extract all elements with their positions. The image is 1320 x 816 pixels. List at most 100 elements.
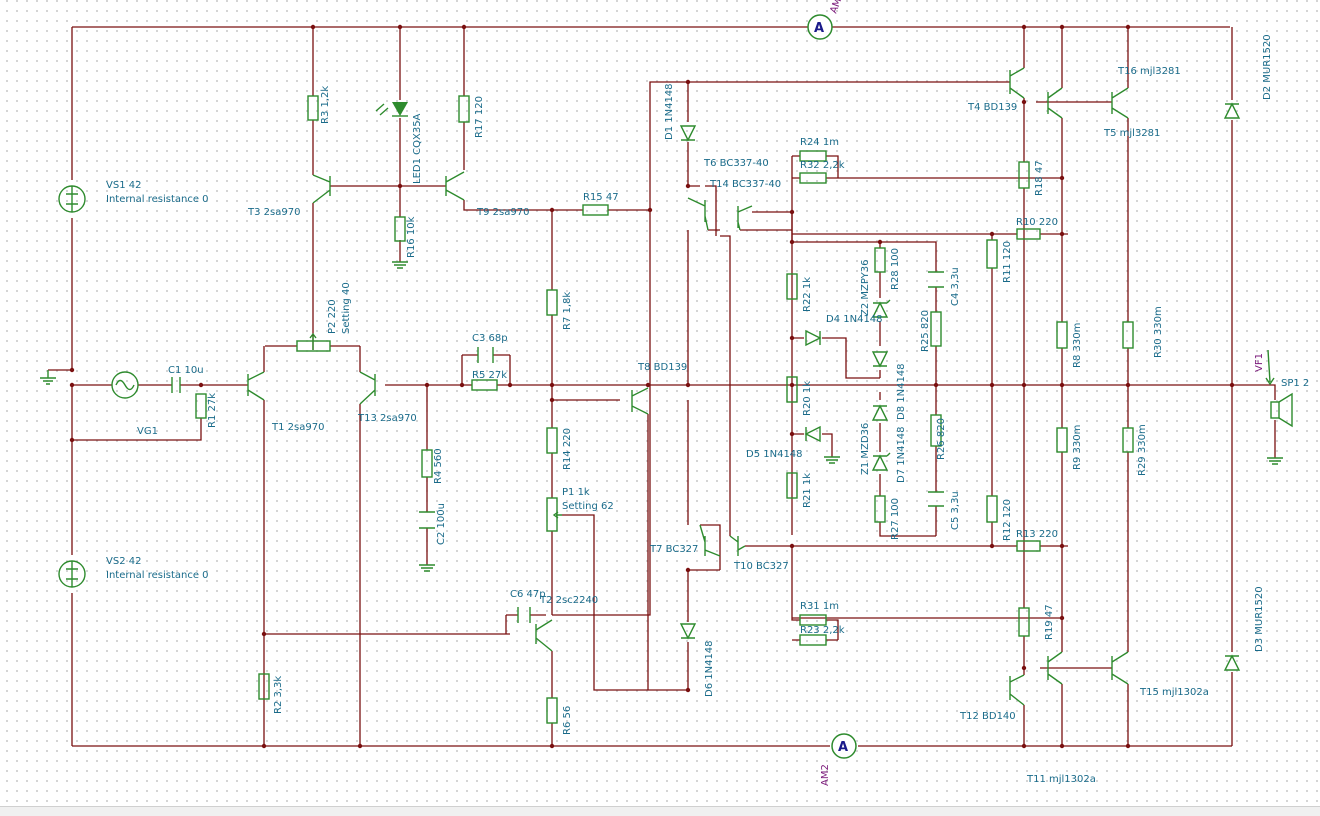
r23-label: R23 2,2k — [800, 625, 845, 636]
ground-symbol — [40, 370, 56, 385]
t16-label: T16 mjl3281 — [1117, 66, 1181, 77]
vs1-label: VS1 42 — [106, 180, 141, 191]
d5-diode — [804, 425, 821, 443]
r7-resistor — [546, 289, 558, 316]
z2-zener — [871, 299, 891, 318]
d7-diode — [871, 404, 889, 421]
d8-diode — [871, 351, 889, 368]
t16-transistor — [1047, 87, 1063, 119]
t6-transistor — [687, 197, 709, 231]
r9-label: R9 330m — [1072, 425, 1083, 470]
r22-resistor — [786, 273, 798, 300]
r11-label: R11 120 — [1002, 241, 1013, 283]
t10-label: T10 BC327 — [733, 561, 789, 572]
t5-label: T5 mjl3281 — [1103, 128, 1160, 139]
t3-transistor — [312, 174, 331, 204]
p2-setting-label: Setting 40 — [341, 282, 352, 334]
r10-resistor — [1016, 228, 1041, 240]
r12-label: R12 120 — [1002, 499, 1013, 541]
t6-label: T6 BC337-40 — [703, 158, 769, 169]
t14-label: T14 BC337-40 — [709, 179, 781, 190]
component-symbols — [40, 67, 1293, 724]
d3-label: D3 MUR1520 — [1254, 586, 1265, 652]
vs2-label: VS2 42 — [106, 556, 141, 567]
r29-label: R29 330m — [1137, 424, 1148, 476]
sp1-speaker — [1270, 401, 1280, 419]
wires — [48, 26, 1276, 747]
t2-label: T2 2sc2240 — [539, 595, 598, 606]
t12-transistor — [1009, 674, 1025, 706]
r2-resistor — [258, 673, 270, 700]
r3-resistor — [307, 95, 319, 121]
r26-resistor — [930, 414, 942, 447]
c6-label: C6 47p — [510, 589, 546, 600]
r21-resistor — [786, 472, 798, 499]
transistors — [247, 67, 1129, 706]
r7-label: R7 1,8k — [562, 292, 573, 330]
t1-transistor — [247, 371, 265, 401]
r27-resistor — [874, 495, 886, 523]
p1-setting-label: Setting 62 — [562, 501, 614, 512]
t9-label: T9 2sa970 — [476, 207, 529, 218]
r13-resistor — [1016, 540, 1041, 552]
c5-capacitor — [928, 491, 944, 507]
bottom-scrollbar[interactable] — [0, 806, 1320, 816]
r23-resistor — [799, 634, 827, 646]
r3-label: R3 1,2k — [320, 86, 331, 124]
r4-label: R4 560 — [433, 448, 444, 484]
c3-label: C3 68p — [472, 333, 508, 344]
z1-label: Z1 MZD36 — [860, 423, 871, 475]
r16-label: R16 10k — [406, 216, 417, 258]
c4-capacitor — [928, 271, 944, 288]
t7-transistor — [699, 524, 721, 557]
p1-label: P1 1k — [562, 487, 590, 498]
d4-diode — [805, 329, 822, 347]
r11-resistor — [986, 239, 998, 269]
r6-label: R6 56 — [562, 706, 573, 735]
t7-label: T7 BC327 — [649, 544, 698, 555]
r2-label: R2 3,3k — [273, 676, 284, 714]
r24-label: R24 1m — [800, 137, 839, 148]
d5-label: D5 1N4148 — [746, 449, 803, 460]
svg-text:A: A — [814, 21, 824, 36]
c5-label: C5 3,3u — [950, 491, 961, 530]
r15-resistor — [582, 204, 609, 216]
r32-resistor — [799, 172, 827, 184]
t4-label: T4 BD139 — [967, 102, 1017, 113]
vg1-generator — [111, 371, 139, 399]
resistors-horizontal — [296, 150, 1041, 646]
d4-label: D4 1N4148 — [826, 314, 883, 325]
d1-label: D1 1N4148 — [664, 83, 675, 140]
r15-label: R15 47 — [583, 192, 619, 203]
svg-text:AM2: AM2 — [820, 764, 831, 786]
d2-diode — [1223, 102, 1241, 119]
r5-resistor — [471, 379, 498, 391]
d6-label: D6 1N4148 — [704, 640, 715, 697]
t4-transistor — [1009, 67, 1025, 99]
junctions — [69, 24, 1235, 749]
am2-ammeter[interactable]: A AM2 — [820, 733, 857, 786]
t13-transistor — [359, 371, 376, 405]
r19-resistor — [1018, 607, 1030, 637]
r6-resistor — [546, 697, 558, 724]
c1-label: C1 10u — [168, 365, 204, 376]
c2-capacitor — [419, 511, 435, 529]
t13-label: T13 2sa970 — [357, 413, 417, 424]
r32-label: R32 2,2k — [800, 160, 845, 171]
r17-label: R17 120 — [474, 96, 485, 138]
d1-diode — [679, 125, 697, 142]
d6-diode — [679, 623, 697, 640]
r28-label: R28 100 — [890, 248, 901, 290]
z1-zener — [871, 452, 891, 471]
r13-label: R13 220 — [1016, 529, 1058, 540]
r24-resistor — [799, 150, 827, 162]
t8-label: T8 BD139 — [637, 362, 687, 373]
r1-resistor — [195, 393, 207, 419]
am1-ammeter[interactable]: A AM1 — [807, 0, 846, 40]
vs2-resistance-label: Internal resistance 0 — [106, 570, 209, 581]
r10-label: R10 220 — [1016, 217, 1058, 228]
r31-resistor — [799, 614, 827, 626]
r12-resistor — [986, 495, 998, 523]
svg-text:A: A — [838, 740, 848, 755]
